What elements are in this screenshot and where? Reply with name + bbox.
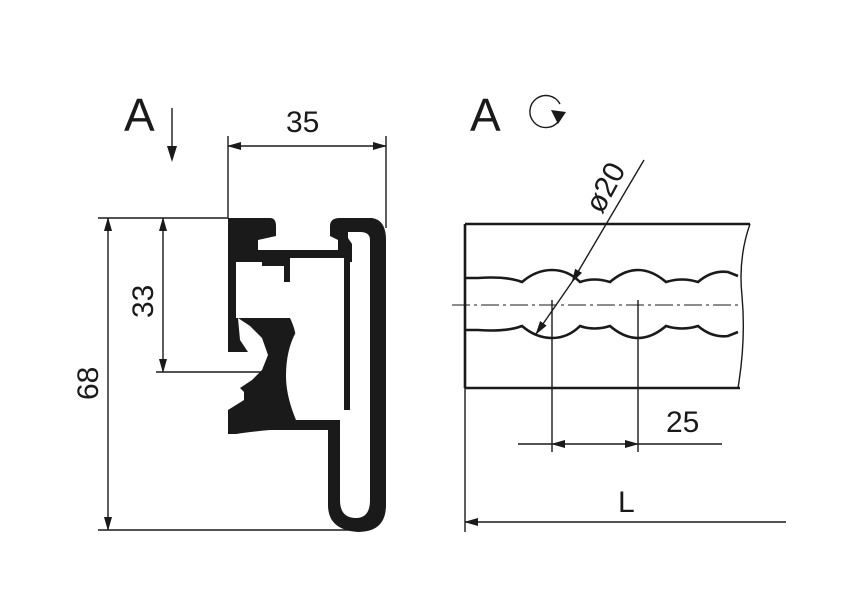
slot-with-holes — [452, 268, 742, 340]
pitch-dimension: 25 — [518, 300, 722, 452]
rail-side-view: A ø20 2 — [452, 89, 786, 532]
hole-diameter-value: ø20 — [579, 157, 632, 218]
profile-section — [228, 218, 386, 532]
pitch-value: 25 — [666, 406, 699, 439]
right-view-label: A — [470, 89, 501, 141]
rotate-clockwise-icon — [529, 94, 566, 129]
partial-height-dimension: 33 — [127, 217, 262, 373]
left-view-label: A — [124, 89, 155, 141]
down-arrow-icon — [167, 108, 177, 162]
length-dimension: L — [464, 388, 786, 532]
total-height-value: 68 — [72, 367, 105, 400]
partial-height-value: 33 — [127, 285, 160, 318]
profile-cross-section-view: A 35 68 33 — [72, 89, 387, 532]
width-dimension-value: 35 — [286, 106, 319, 139]
width-dimension: 35 — [227, 106, 387, 228]
length-value: L — [618, 486, 635, 519]
rail-outline — [463, 222, 751, 390]
